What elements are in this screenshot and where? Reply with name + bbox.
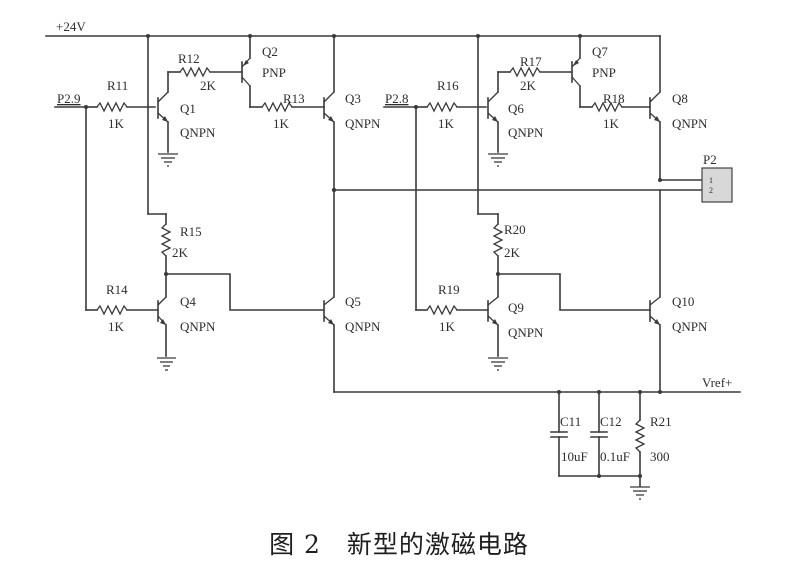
q8-type: QNPN (672, 116, 708, 131)
resistor-r15: R15 2K (160, 213, 202, 276)
supply-rail: +24V (45, 19, 661, 38)
q4-type: QNPN (180, 319, 216, 334)
p2-ref: P2 (703, 152, 717, 167)
q4-ref: Q4 (180, 294, 196, 309)
q7-ref: Q7 (592, 44, 608, 59)
resistor-r20: R20 2K (492, 213, 526, 276)
input-p2-8: P2.8 (383, 91, 428, 311)
transistor-q7: Q7 PNP (571, 35, 616, 108)
r13-value: 1K (273, 116, 290, 131)
r15-ref: R15 (180, 224, 202, 239)
c11-value: 10uF (561, 449, 588, 464)
connector-p2: P2 1 2 (701, 152, 733, 203)
c12-ref: C12 (600, 414, 622, 429)
q6-ref: Q6 (508, 101, 524, 116)
q5-type: QNPN (345, 319, 381, 334)
r12-value: 2K (200, 78, 217, 93)
transistor-q3: Q3 QNPN (323, 35, 381, 193)
c12-value: 0.1uF (600, 449, 630, 464)
resistor-r13: R13 1K (261, 91, 325, 131)
transistor-q5: Q5 QNPN (323, 189, 381, 393)
transistor-q8: Q8 QNPN (649, 35, 708, 182)
q9-ref: Q9 (508, 300, 524, 315)
q1-ref: Q1 (180, 101, 196, 116)
resistor-r21: R21 300 (634, 391, 672, 478)
input-p2-9: P2.9 (54, 91, 98, 311)
ground-icon (630, 486, 650, 500)
q9-type: QNPN (508, 325, 544, 340)
transistor-q6: Q6 QNPN (487, 71, 544, 153)
r21-value: 300 (650, 449, 670, 464)
r17-value: 2K (520, 78, 537, 93)
ground-icon (157, 357, 176, 371)
q10-type: QNPN (672, 319, 708, 334)
vref-label: Vref+ (702, 375, 732, 390)
figure-title: 新型的激磁电路 (346, 530, 529, 559)
q2-ref: Q2 (262, 44, 278, 59)
r18-ref: R18 (603, 91, 625, 106)
figure-number: 图 2 (269, 530, 321, 559)
capacitor-c12: C12 0.1uF (590, 391, 630, 478)
r21-ref: R21 (650, 414, 672, 429)
resistor-r18: R18 1K (591, 91, 651, 131)
transistor-q10: Q10 QNPN (649, 189, 708, 394)
transistor-q1: Q1 QNPN (157, 71, 216, 153)
r17-ref: R17 (520, 54, 542, 69)
capacitor-c11: C11 10uF (550, 391, 588, 477)
ground-icon (488, 357, 508, 371)
r20-value: 2K (504, 245, 521, 260)
circuit-schematic: +24V P2.9 R11 1K Q1 QNPN (45, 19, 741, 500)
q8-ref: Q8 (672, 91, 688, 106)
q3-ref: Q3 (345, 91, 361, 106)
resistor-r19: R19 1K (426, 282, 489, 334)
wire (165, 273, 325, 311)
resistor-r11: R11 1K (85, 78, 156, 131)
r16-value: 1K (438, 116, 455, 131)
resistor-r16: R16 1K (415, 78, 487, 131)
input-p2-8-label: P2.8 (385, 91, 408, 106)
r12-ref: R12 (178, 51, 200, 66)
r19-value: 1K (439, 319, 456, 334)
ground-icon (488, 153, 508, 167)
p2-pin2: 2 (709, 186, 713, 195)
resistor-r17: R17 2K (509, 54, 573, 93)
q10-ref: Q10 (672, 294, 694, 309)
r13-ref: R13 (283, 91, 305, 106)
vref-bus: Vref+ (333, 375, 741, 394)
input-p2-9-label: P2.9 (57, 91, 80, 106)
figure-caption: 图 2 新型的激磁电路 (0, 525, 798, 561)
r14-ref: R14 (106, 282, 128, 297)
r19-ref: R19 (438, 282, 460, 297)
r16-ref: R16 (437, 78, 459, 93)
r11-value: 1K (108, 116, 125, 131)
supply-label: +24V (56, 19, 86, 34)
q3-type: QNPN (345, 116, 381, 131)
transistor-q9: Q9 QNPN (487, 273, 544, 357)
wire (497, 273, 651, 311)
q2-type: PNP (262, 65, 286, 80)
r14-value: 1K (108, 319, 125, 334)
q1-type: QNPN (180, 125, 216, 140)
r11-ref: R11 (107, 78, 128, 93)
q6-type: QNPN (508, 125, 544, 140)
transistor-q2: Q2 PNP (241, 35, 286, 108)
r20-ref: R20 (504, 222, 526, 237)
resistor-r14: R14 1K (96, 282, 159, 334)
ground-icon (158, 153, 178, 167)
resistor-r12: R12 2K (178, 51, 243, 93)
r18-value: 1K (603, 116, 620, 131)
q5-ref: Q5 (345, 294, 361, 309)
r15-value: 2K (172, 245, 189, 260)
q7-type: PNP (592, 65, 616, 80)
p2-pin1: 1 (709, 176, 713, 185)
c11-ref: C11 (560, 414, 581, 429)
transistor-q4: Q4 QNPN (157, 273, 216, 357)
